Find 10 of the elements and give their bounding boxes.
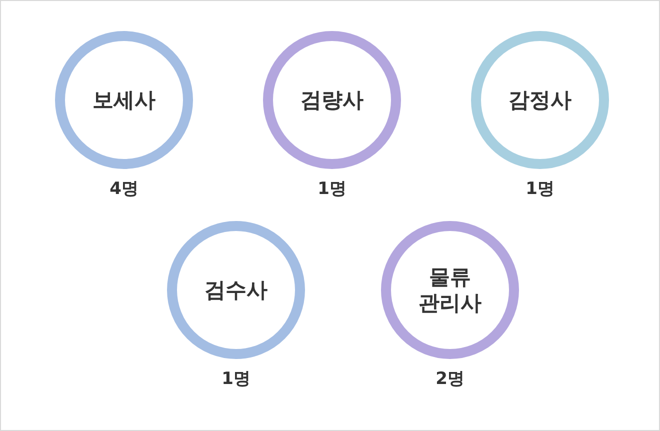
count-label: 1명 (220, 368, 252, 390)
role-label: 검량사 (300, 87, 364, 113)
role-label: 물류 관리사 (418, 264, 482, 316)
count-label: 1명 (316, 178, 348, 200)
role-label: 감정사 (508, 87, 572, 113)
count-label: 2명 (434, 368, 466, 390)
count-label: 4명 (108, 178, 140, 200)
role-label: 검수사 (204, 277, 268, 303)
role-label: 보세사 (92, 87, 156, 113)
count-label: 1명 (524, 178, 556, 200)
